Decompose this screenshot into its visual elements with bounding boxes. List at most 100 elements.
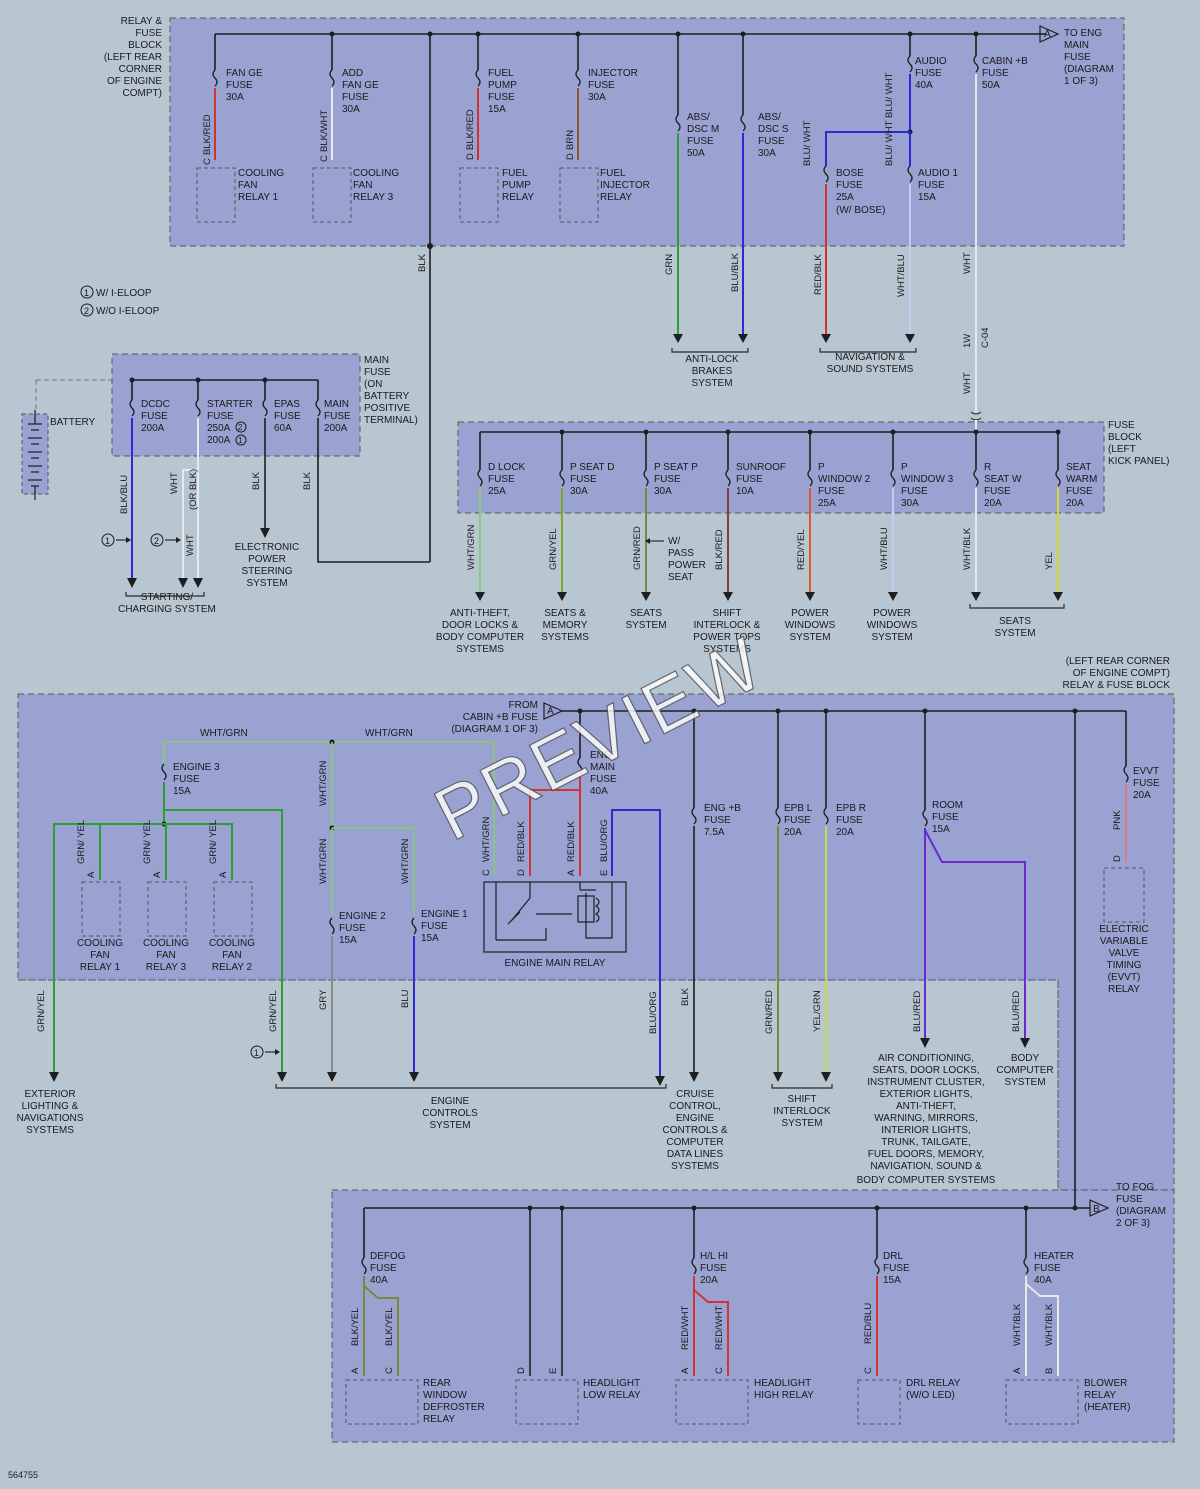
legend: 1 W/ I-ELOOP 2 W/O I-ELOOP bbox=[80, 285, 160, 317]
wire-label: BLK/YEL bbox=[350, 1307, 361, 1346]
wire-label: WHT/GRN bbox=[318, 760, 329, 806]
connector-a-top bbox=[1039, 25, 1060, 43]
wire-label: RED/BLK bbox=[813, 254, 824, 295]
svg-text:W/ I-ELOOP: W/ I-ELOOP bbox=[96, 288, 152, 299]
wire-label: WHT/BLK bbox=[962, 527, 973, 570]
connector-a-bottom bbox=[543, 702, 564, 720]
wire-label: RED/BLK bbox=[516, 821, 527, 862]
wire-label: BLU/BLK bbox=[730, 252, 741, 292]
engine-main-relay bbox=[483, 881, 627, 953]
wire-label: PNK bbox=[1112, 810, 1123, 830]
fuse-symbol bbox=[559, 469, 565, 487]
connector-b bbox=[1089, 1199, 1110, 1217]
system-starting-charging: STARTING/CHARGING SYSTEM bbox=[118, 592, 216, 615]
fuse-symbol bbox=[212, 69, 218, 87]
pin-label: D bbox=[465, 153, 476, 160]
wire-label: GRN/YEL bbox=[548, 528, 559, 570]
wire-label: YEL/GRN bbox=[812, 990, 823, 1032]
cooling-fan-relay-2 bbox=[213, 881, 253, 937]
wire-label: GRN/ YEL bbox=[76, 820, 87, 864]
wire-label: RED/YEL bbox=[796, 529, 807, 570]
fuse-symbol bbox=[807, 469, 813, 487]
wire-label: WHT bbox=[185, 534, 196, 556]
cooling-fan-relay-1-top bbox=[196, 167, 236, 223]
wire-label: BLU/RED bbox=[1011, 991, 1022, 1032]
wire-label: WHT/GRN bbox=[466, 524, 477, 570]
svg-text:2: 2 bbox=[238, 423, 243, 432]
wire-label: WHT bbox=[962, 252, 973, 274]
blower-relay bbox=[1005, 1379, 1079, 1425]
wire-label: GRN bbox=[664, 254, 675, 275]
headlight-high-relay bbox=[675, 1379, 749, 1425]
pin-label: A bbox=[152, 871, 163, 878]
pin-label: C bbox=[384, 1367, 395, 1374]
pin-label: A bbox=[218, 871, 229, 878]
pin-label: C bbox=[202, 158, 213, 165]
wire-label: BRN bbox=[565, 130, 576, 150]
fuse-symbol bbox=[973, 469, 979, 487]
wire-label: WHT/BLU bbox=[879, 527, 890, 570]
wire-label: WHT/BLK bbox=[1012, 1303, 1023, 1346]
fuse-block-kick-panel bbox=[457, 421, 1105, 514]
drl-relay-label: DRL RELAY(W/O LED) bbox=[906, 1378, 961, 1401]
wire-label: WHT/GRN bbox=[318, 838, 329, 884]
fuse-symbol bbox=[477, 469, 483, 487]
fuse-symbol bbox=[643, 469, 649, 487]
wire-label: BLK bbox=[680, 987, 691, 1006]
wire-label: BLK/WHT bbox=[319, 110, 330, 152]
pin-label: A bbox=[350, 1367, 361, 1374]
wire-label: 1W bbox=[962, 334, 973, 348]
wire-label: BLU/RED bbox=[912, 991, 923, 1032]
wire-label: GRN/ YEL bbox=[142, 820, 153, 864]
wire-label: WHT/GRN bbox=[400, 838, 411, 884]
pin-label: C bbox=[319, 155, 330, 162]
connector-c04: C-04 bbox=[980, 327, 991, 348]
wire-label: WHT bbox=[962, 372, 973, 394]
wire-label: BLU bbox=[400, 989, 411, 1008]
pin-label: A bbox=[86, 871, 97, 878]
wire-label: BLK/RED bbox=[202, 114, 213, 155]
wire-label: WHT bbox=[169, 472, 180, 494]
battery-label: BATTERY bbox=[50, 417, 96, 428]
pin-label: A bbox=[566, 869, 577, 876]
